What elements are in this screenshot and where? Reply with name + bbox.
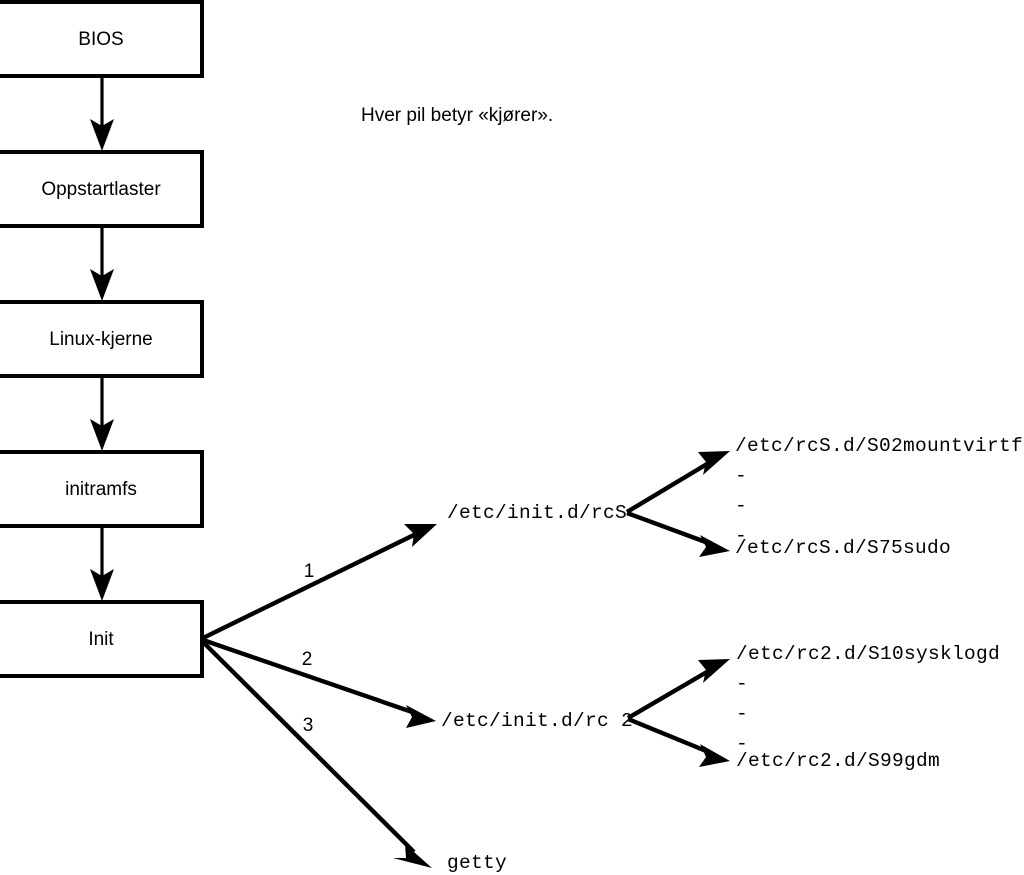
node-oppstartlaster-label: Oppstartlaster — [41, 179, 161, 200]
arrow-init-branch-1 — [202, 524, 437, 640]
label-rc2-ellipsis-3: - — [736, 733, 748, 755]
arrow-rcs-to-first-script — [625, 451, 730, 514]
node-initramfs-rect — [0, 450, 204, 528]
node-oppstartlaster[interactable]: Oppstartlaster — [0, 150, 204, 228]
label-rcs-ellipsis-1: - — [735, 465, 747, 487]
arrow-linux-kjerne-to-initramfs — [90, 376, 114, 451]
label-rcs-last-script[interactable]: /etc/rcS.d/S75sudo — [735, 537, 951, 559]
arrow-oppstartlaster-to-linux-kjerne — [90, 226, 114, 301]
edge-number-2: 2 — [302, 649, 313, 670]
node-bios[interactable]: BIOS — [0, 0, 204, 78]
node-linux-kjerne-label: Linux-kjerne — [49, 329, 153, 350]
node-init-label: Init — [88, 629, 114, 650]
label-rcs-ellipsis-3: - — [735, 525, 747, 547]
label-rcs-ellipsis-2: - — [735, 495, 747, 517]
node-linux-kjerne[interactable]: Linux-kjerne — [0, 300, 204, 378]
node-init-rect — [0, 600, 204, 678]
arrow-initramfs-to-init — [90, 526, 114, 601]
edge-number-3: 3 — [303, 715, 314, 736]
arrow-rc2-to-first-script — [626, 659, 730, 720]
label-getty[interactable]: getty — [447, 852, 507, 874]
edge-number-1: 1 — [304, 561, 315, 582]
label-rc2-ellipsis-1: - — [736, 673, 748, 695]
label-rc2-first-script[interactable]: /etc/rc2.d/S10sysklogd — [736, 643, 1000, 665]
label-rcs-first-script[interactable]: /etc/rcS.d/S02mountvirtfs — [735, 435, 1024, 457]
arrow-bios-to-oppstartlaster — [90, 76, 114, 151]
node-bios-rect — [0, 0, 204, 78]
node-init[interactable]: Init — [0, 600, 204, 678]
node-initramfs[interactable]: initramfs — [0, 450, 204, 528]
arrow-rcs-to-last-script — [626, 510, 730, 557]
label-init-d-rcs[interactable]: /etc/init.d/rcS — [447, 502, 627, 524]
arrow-init-branch-3 — [201, 640, 432, 868]
node-bios-label: BIOS — [78, 29, 123, 50]
label-rc2-ellipsis-2: - — [736, 703, 748, 725]
diagram-note: Hver pil betyr «kjører». — [361, 105, 553, 126]
label-init-d-rc2[interactable]: /etc/init.d/rc 2 — [441, 710, 633, 732]
node-linux-kjerne-rect — [0, 300, 204, 378]
node-initramfs-label: initramfs — [65, 479, 137, 500]
label-rc2-last-script[interactable]: /etc/rc2.d/S99gdm — [736, 750, 940, 772]
arrow-init-branch-2 — [202, 637, 436, 728]
node-oppstartlaster-rect — [0, 150, 204, 228]
arrow-rc2-to-last-script — [627, 716, 730, 767]
